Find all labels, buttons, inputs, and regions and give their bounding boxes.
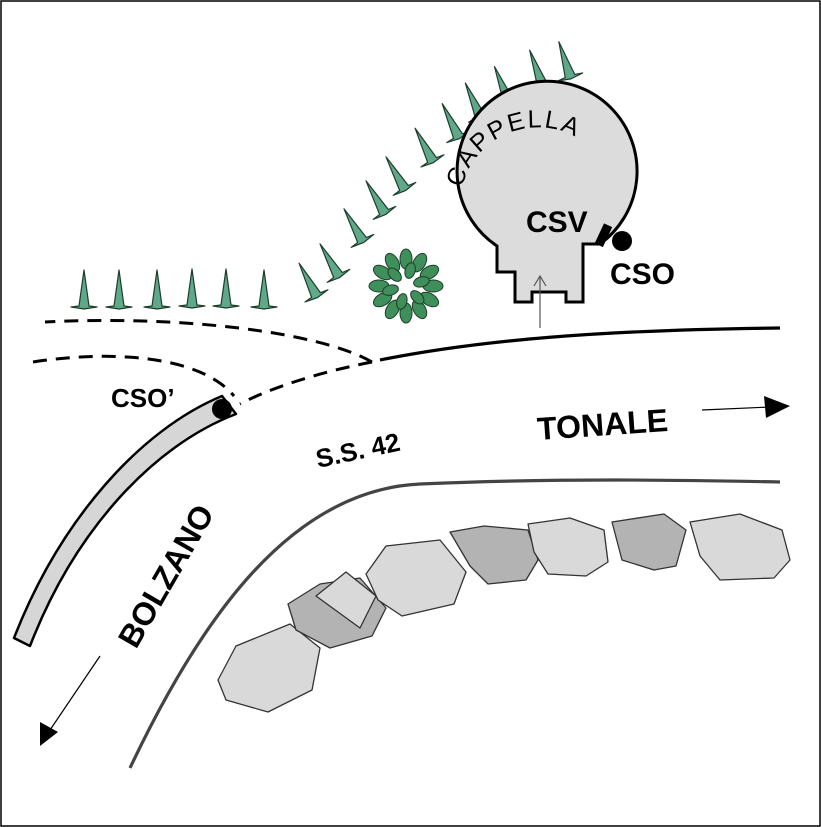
road-edge-south bbox=[128, 478, 781, 769]
road-edge-dashed-upper bbox=[44, 318, 373, 364]
conifer-tree-icon bbox=[332, 201, 376, 250]
csv-sensor-plate bbox=[594, 223, 613, 248]
shrub-icon bbox=[368, 248, 444, 324]
side-road-dashed bbox=[32, 354, 236, 397]
side-channel bbox=[12, 394, 238, 648]
conifer-tree-icon bbox=[374, 149, 418, 198]
rock-icon bbox=[365, 539, 467, 617]
rock-icon bbox=[449, 525, 539, 585]
conifer-tree-icon bbox=[70, 269, 98, 310]
tonale-arrow bbox=[701, 406, 771, 411]
rock-icon bbox=[689, 513, 791, 581]
cso-prime-label: CSO’ bbox=[111, 383, 175, 413]
rock-icon bbox=[611, 513, 687, 571]
bolzano-label: BOLZANO bbox=[111, 498, 221, 653]
rock-icon bbox=[217, 623, 321, 713]
road-edge-north bbox=[379, 326, 781, 362]
tonale-label: TONALE bbox=[536, 402, 669, 447]
sensor-dot-icon bbox=[612, 231, 632, 251]
conifer-tree-icon bbox=[308, 236, 352, 285]
rock-icon bbox=[527, 517, 609, 577]
conifer-tree-icon bbox=[178, 268, 206, 309]
chapel-building bbox=[455, 79, 639, 328]
conifer-tree-icon bbox=[287, 256, 330, 305]
sensor-dot-icon bbox=[212, 399, 232, 419]
arrow-icon bbox=[764, 396, 790, 418]
conifer-tree-icon bbox=[250, 269, 278, 310]
cso-label: CSO bbox=[610, 258, 675, 291]
conifer-tree-icon bbox=[143, 269, 171, 310]
direction-arrows bbox=[40, 396, 790, 746]
arrow-icon bbox=[533, 274, 547, 287]
road-label: S.S. 42 bbox=[313, 427, 403, 474]
arrow-icon bbox=[40, 722, 58, 746]
rock-row bbox=[217, 513, 791, 713]
csv-label: CSV bbox=[526, 206, 588, 239]
conifer-tree-icon bbox=[354, 173, 398, 222]
road-edges bbox=[32, 318, 781, 769]
road-edge-dashed-lower bbox=[239, 360, 373, 406]
bolzano-arrow bbox=[49, 655, 101, 731]
conifer-tree-icon bbox=[545, 37, 584, 84]
conifer-tree-icon bbox=[403, 121, 446, 170]
conifer-tree-icon bbox=[212, 268, 240, 309]
conifer-tree-icon bbox=[105, 269, 133, 310]
